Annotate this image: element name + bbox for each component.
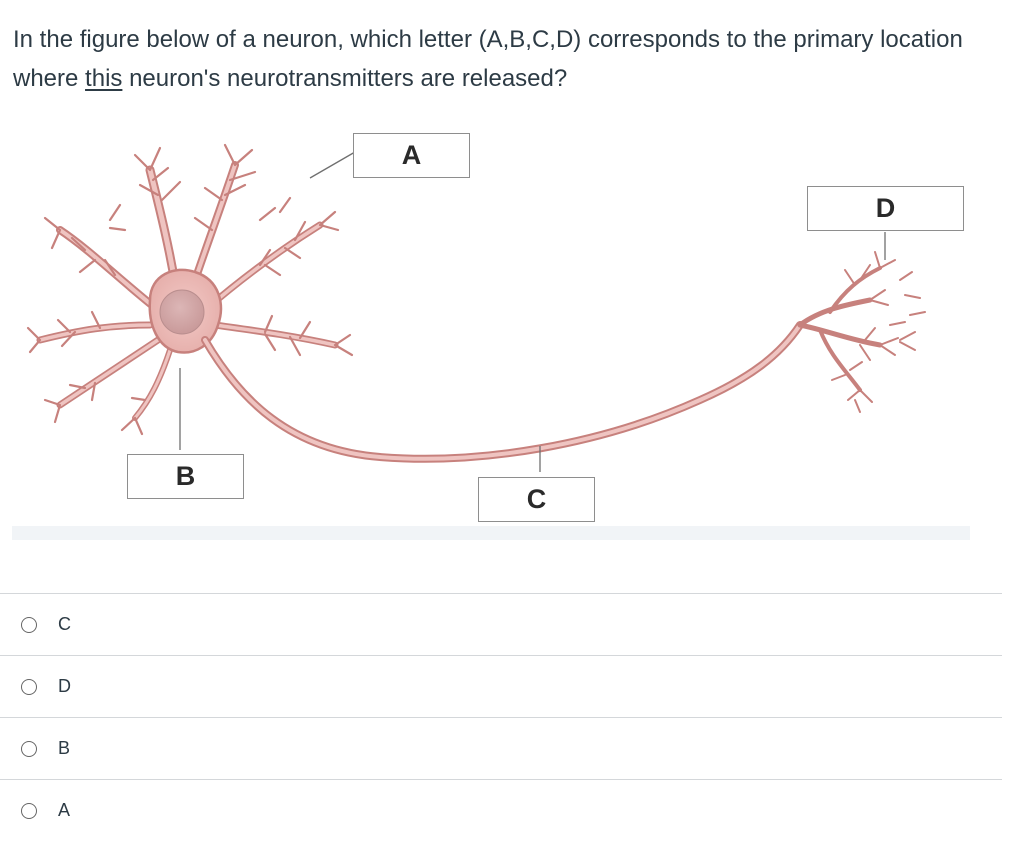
answer-label: A	[58, 800, 71, 820]
answer-option-2[interactable]: D	[0, 655, 1002, 717]
label-c: C	[526, 484, 547, 514]
label-box-b: B	[127, 454, 244, 499]
answer-list: C D B A	[0, 593, 1002, 841]
radio-button[interactable]	[21, 740, 37, 757]
dendrite-branches	[26, 143, 354, 436]
figure-divider	[12, 526, 970, 540]
terminal-branches	[831, 251, 926, 413]
radio-button[interactable]	[21, 802, 37, 819]
answer-option-3[interactable]: B	[0, 717, 1002, 779]
question-text: In the figure below of a neuron, which l…	[13, 20, 1003, 98]
neuron-figure: A B C D	[0, 100, 1024, 545]
radio-button[interactable]	[21, 678, 37, 695]
answer-label: D	[58, 676, 71, 696]
radio-button[interactable]	[21, 616, 37, 633]
label-d: D	[875, 193, 896, 223]
leader-lines	[179, 151, 886, 472]
label-box-c: C	[478, 477, 595, 522]
answer-label: C	[58, 614, 71, 634]
axon-terminals	[797, 266, 883, 392]
nucleus	[159, 289, 205, 335]
label-b: B	[175, 461, 196, 491]
answer-option-1[interactable]: C	[0, 593, 1002, 655]
label-box-d: D	[807, 186, 964, 231]
axon	[203, 323, 802, 461]
question-text-part1: In the figure below of a neuron, which l…	[13, 26, 963, 92]
answer-label: B	[58, 738, 71, 758]
question-text-part2: neuron's neurotransmitters are released?	[122, 65, 568, 92]
label-a: A	[401, 140, 422, 170]
neuron-diagram	[26, 143, 926, 472]
label-box-a: A	[353, 133, 470, 178]
answer-option-4[interactable]: A	[0, 779, 1002, 841]
question-emphasis: this	[85, 65, 123, 92]
